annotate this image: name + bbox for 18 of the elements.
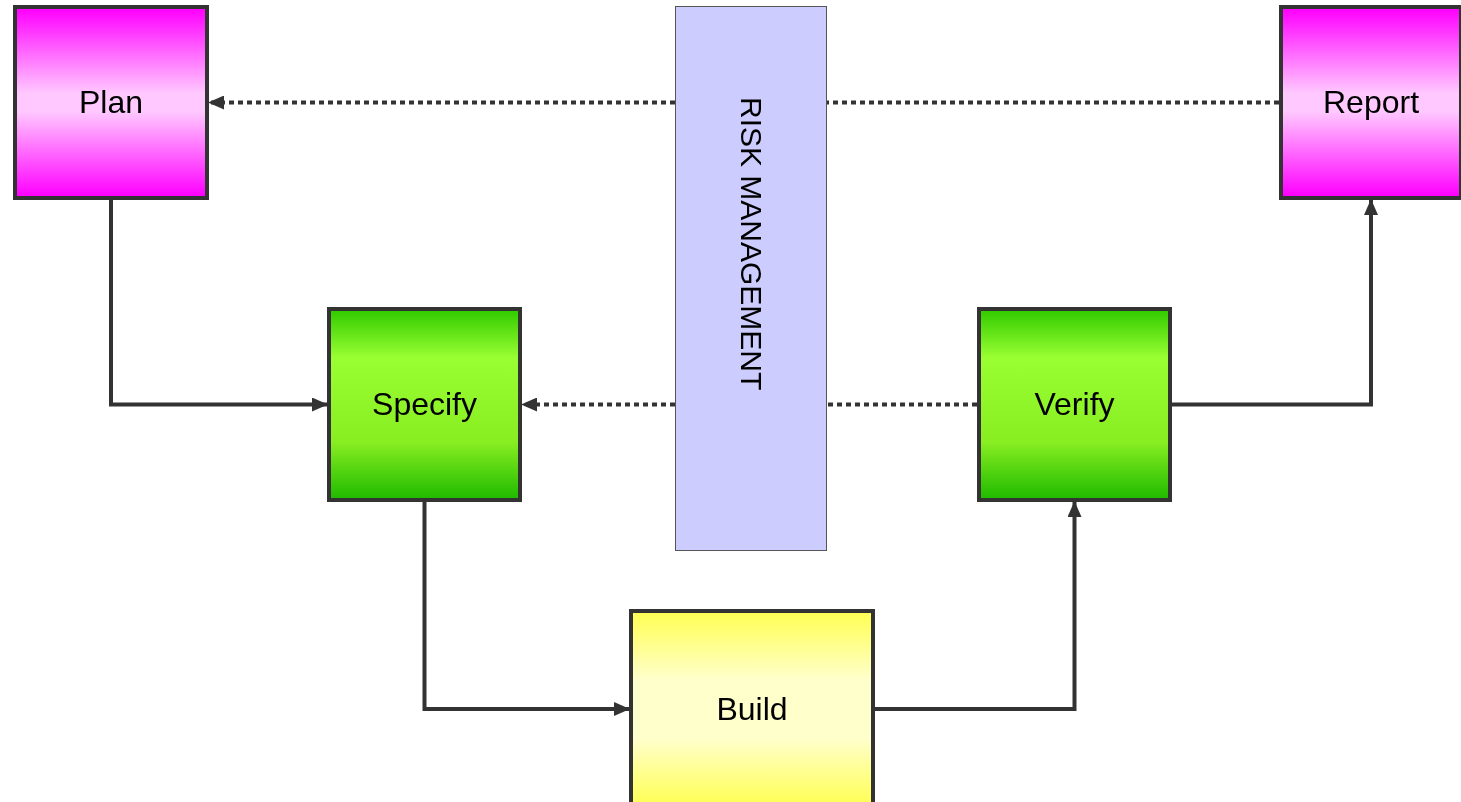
band xyxy=(675,6,827,551)
dotted-arrow xyxy=(208,95,675,110)
box-label: Plan xyxy=(78,84,143,121)
arrow xyxy=(422,502,630,716)
arrow xyxy=(875,501,1082,711)
box-label: Build xyxy=(716,690,788,728)
dotted-arrow xyxy=(521,397,675,412)
process-box xyxy=(977,307,1172,502)
box-label: Verify xyxy=(1034,386,1115,423)
process-box xyxy=(327,307,522,502)
arrow xyxy=(109,200,328,412)
band-label: RISK MANAGEMENT xyxy=(734,97,768,391)
process-box xyxy=(13,5,209,200)
box-label: Specify xyxy=(372,386,477,423)
box-label: Report xyxy=(1322,84,1419,121)
arrow xyxy=(1172,199,1378,407)
process-box xyxy=(1279,5,1461,200)
process-box xyxy=(629,609,875,802)
